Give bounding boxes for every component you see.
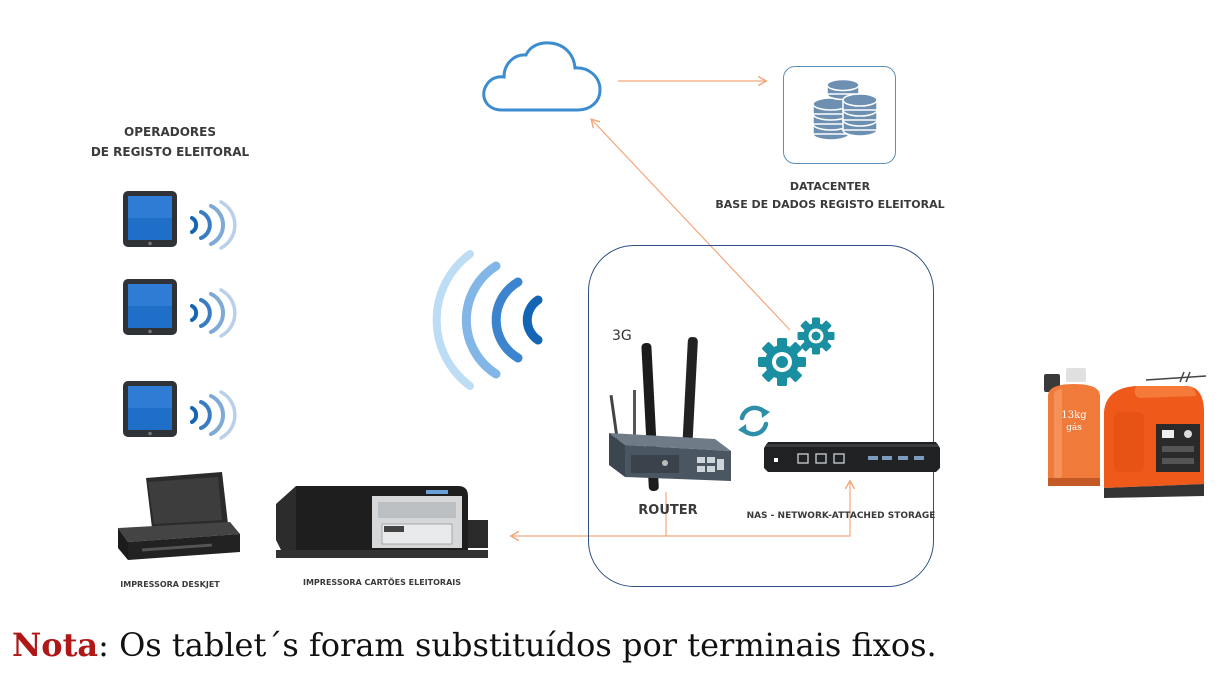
- router-icon: [605, 335, 735, 495]
- gear-icon: [796, 316, 836, 356]
- sync-icon: [734, 402, 774, 440]
- gas-bottle-text: 13kg: [1061, 410, 1087, 421]
- printer-icon: [112, 468, 242, 564]
- wifi-signal-icon: [430, 250, 550, 390]
- printer-deskjet-label: IMPRESSORA DESKJET: [100, 580, 240, 589]
- gas-bottle-text-2: gás: [1066, 422, 1082, 433]
- nas-label: NAS - NETWORK-ATTACHED STORAGE: [746, 511, 936, 521]
- generator-icon: [1096, 372, 1212, 498]
- wifi-signal-icon: [186, 200, 230, 250]
- datacenter-label: DATACENTER BASE DE DADOS REGISTO ELEITOR…: [700, 178, 960, 214]
- tablet-icon: [122, 190, 178, 248]
- nas-icon: [764, 438, 940, 474]
- database-icon: [806, 80, 880, 150]
- cloud-icon: [478, 40, 606, 114]
- wifi-signal-icon: [186, 390, 230, 440]
- note-text: Nota: Os tablet´s foram substituídos por…: [12, 626, 937, 664]
- note-body: : Os tablet´s foram substituídos por ter…: [98, 626, 937, 664]
- tablet-icon: [122, 278, 178, 336]
- router-label: ROUTER: [628, 503, 708, 518]
- note-strong: Nota: [12, 626, 98, 664]
- tablet-icon: [122, 380, 178, 438]
- operators-label: OPERADORES DE REGISTO ELEITORAL: [70, 122, 270, 162]
- printer-cards-label: IMPRESSORA CARTÕES ELEITORAIS: [282, 578, 482, 587]
- wifi-signal-icon: [186, 288, 230, 338]
- card-printer-icon: [272, 480, 496, 560]
